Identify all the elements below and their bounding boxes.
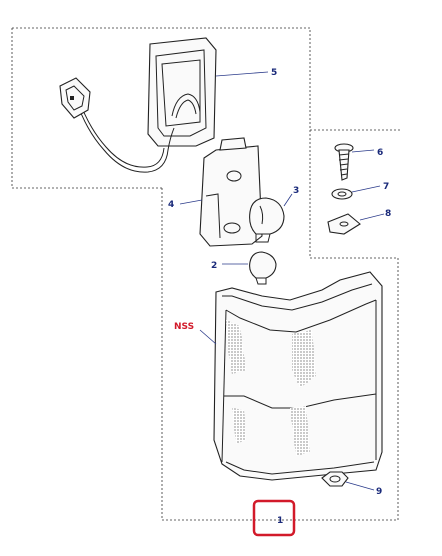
washer — [331, 188, 353, 200]
assembly-boundary — [11, 27, 400, 521]
callout-6: 6 — [377, 148, 383, 158]
callout-7: 7 — [383, 182, 389, 192]
spire-clip — [327, 213, 361, 235]
callout-1[interactable]: 1 — [277, 516, 283, 526]
highlight-box — [252, 499, 296, 537]
callout-8: 8 — [385, 209, 391, 219]
bulb-holder-housing — [147, 37, 217, 147]
wiring-harness — [75, 99, 175, 173]
nut — [321, 471, 349, 487]
callout-3: 3 — [293, 186, 299, 196]
bulb-holder-plate — [199, 137, 263, 247]
bulb-large — [249, 197, 285, 243]
leader-lines — [179, 71, 385, 491]
lamp-lens — [213, 271, 383, 481]
bulb-small — [249, 251, 277, 285]
callout-nss: NSS — [174, 322, 194, 332]
callout-5: 5 — [271, 68, 277, 78]
callout-1-highlight[interactable]: 1 — [252, 499, 296, 537]
callout-4: 4 — [168, 200, 174, 210]
screw — [334, 143, 354, 181]
callout-2: 2 — [211, 261, 217, 271]
callout-9: 9 — [376, 487, 382, 497]
connector-plug — [59, 77, 91, 119]
